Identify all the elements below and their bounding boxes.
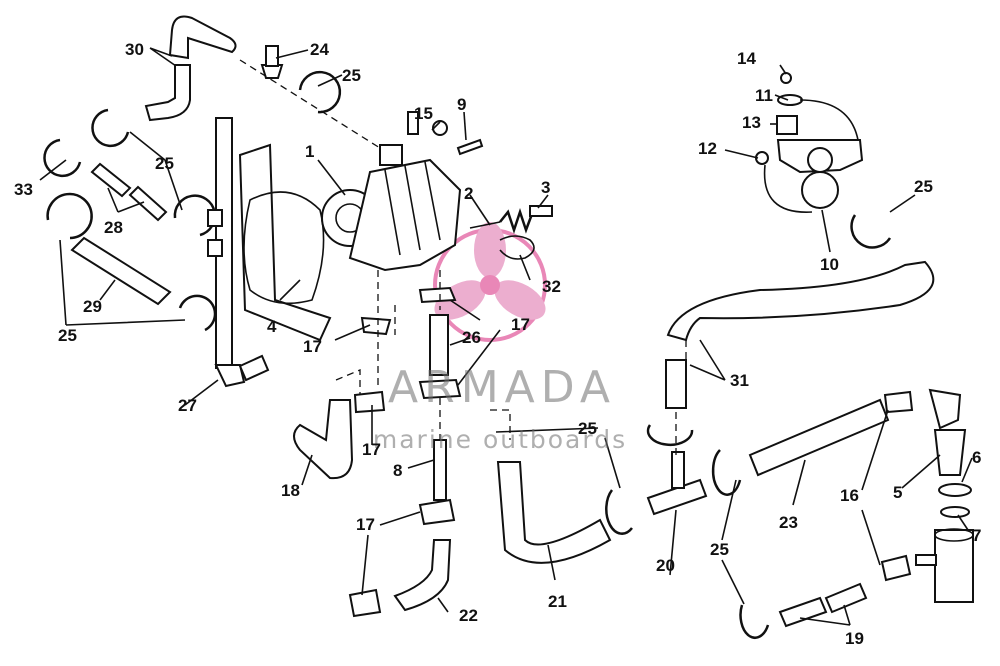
tubes-left [70,162,172,306]
callout-30: 30 [125,40,144,59]
watermark-title: ARMADA [388,362,616,413]
callout-6: 6 [972,448,982,467]
part-24-fitting [260,45,284,79]
callout-23: 23 [779,513,798,532]
callout-9: 9 [457,95,467,114]
callout-24: 24 [310,40,329,59]
part-27-pipe [207,117,270,388]
part-30-hose [144,15,237,122]
callout-25-bottom: 25 [710,540,729,559]
callout-19: 19 [845,629,864,648]
part-18-hose [293,399,354,480]
callout-14: 14 [737,49,756,68]
callout-18: 18 [281,481,300,500]
callout-21: 21 [548,592,567,611]
callout-20: 20 [656,556,675,575]
callout-31: 31 [730,371,749,390]
part-22-hose [393,539,452,612]
callout-2: 2 [464,184,474,203]
part-31-short-hose [665,359,687,409]
callout-1: 1 [305,142,315,161]
part-19-hoses [778,582,868,628]
watermark-subtitle: marine outboards [372,425,628,454]
part-2-3-linkage [469,205,553,260]
callout-17-center: 17 [511,315,530,334]
callout-4: 4 [267,317,277,336]
callout-12: 12 [698,139,717,158]
callout-10: 10 [820,255,839,274]
callout-25-right: 25 [914,177,933,196]
callout-7: 7 [972,526,982,545]
callout-17-lower: 17 [362,440,381,459]
part-20-tee [646,451,708,516]
callout-27: 27 [178,396,197,415]
callout-17-bottom: 17 [356,515,375,534]
callout-29: 29 [83,297,102,316]
callout-16: 16 [840,486,859,505]
part-31-hose [666,260,935,342]
part-10-assembly [755,72,864,213]
part-9-screw [456,138,484,156]
clamp-parts [43,70,892,639]
callout-11: 11 [755,86,773,105]
callout-25-left-lower: 25 [58,326,77,345]
callout-25-top: 25 [342,66,361,85]
part-4-gasket [238,143,332,342]
leader-lines [39,47,973,626]
callout-3: 3 [541,178,551,197]
callout-15: 15 [414,104,433,123]
callout-32: 32 [542,277,561,296]
part-1-fuel-pump [321,111,462,272]
callout-26: 26 [462,328,481,347]
callout-33: 33 [14,180,33,199]
callout-8: 8 [393,461,403,480]
callout-22: 22 [459,606,478,625]
callout-17-left: 17 [303,337,322,356]
assembly-dashes [239,59,687,455]
fuel-filter-assembly [880,388,974,603]
callout-25-left-upper: 25 [155,154,174,173]
callout-5: 5 [893,483,903,502]
callout-13: 13 [742,113,761,132]
callout-25-center: 25 [578,419,597,438]
part-21-hose [496,461,612,564]
part-23-hose [748,398,890,477]
callout-28: 28 [104,218,123,237]
